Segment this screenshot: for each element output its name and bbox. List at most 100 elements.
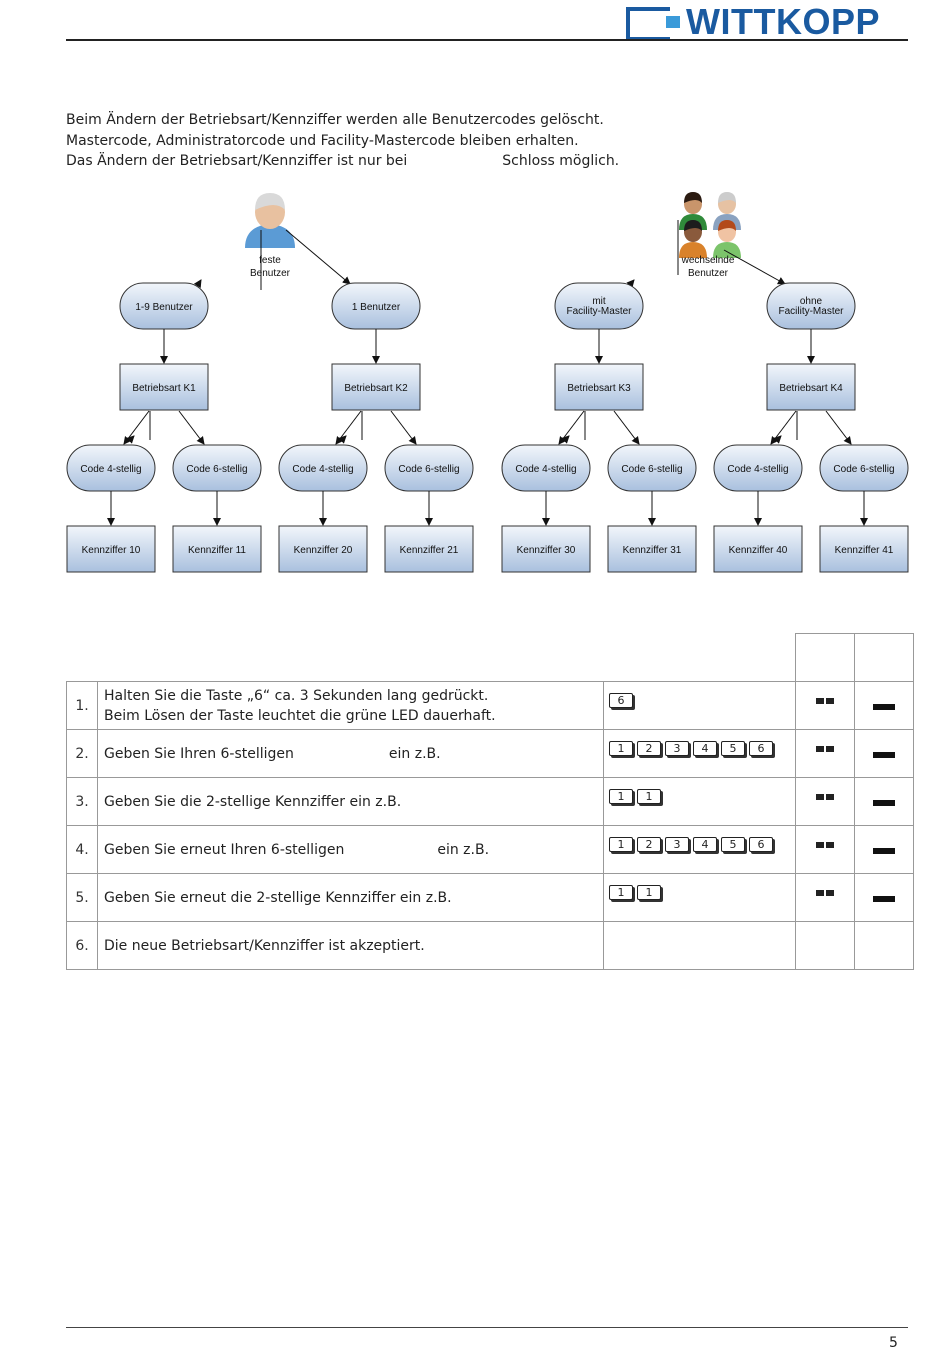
id-number-label: Kennziffer 30 (517, 545, 576, 556)
user-type-label: ohne (800, 296, 823, 307)
step-text-continued: ein z.B. (437, 841, 490, 858)
inbound-arrow (561, 435, 570, 444)
inbound-arrow (773, 435, 782, 444)
persona-arrow (723, 249, 786, 285)
id-number-label: Kennziffer 21 (400, 545, 459, 556)
step-text: Geben Sie die 2-stellige Kennziffer ein … (104, 793, 402, 810)
persona-label: wechselnde (681, 255, 735, 266)
key-icon: 5 (721, 837, 745, 852)
user-type-label: 1-9 Benutzer (135, 302, 193, 313)
table-row: 1. Halten Sie die Taste „6“ ca. 3 Sekunde… (66, 681, 914, 730)
persona-label: feste (259, 255, 281, 266)
operating-mode-label: Betriebsart K1 (132, 383, 196, 394)
signal-bar-icon (873, 703, 895, 710)
id-number-node (501, 525, 591, 573)
key-icon: 3 (665, 837, 689, 852)
connector-arrow (825, 410, 852, 445)
step-text: Halten Sie die Taste „6“ ca. 3 Sekunden … (104, 687, 489, 704)
code-length-label: Code 4-stellig (727, 464, 788, 475)
step-number: 1. (66, 681, 98, 730)
id-number-node (819, 525, 909, 573)
footer-rule (66, 1327, 908, 1328)
step-text: Geben Sie erneut die 2-stellige Kennziff… (104, 889, 452, 906)
key-icon: 2 (637, 837, 661, 852)
operating-mode-node (766, 363, 856, 411)
code-length-label: Code 6-stellig (186, 464, 247, 475)
intro-line-2: Mastercode, Administratorcode und Facili… (66, 132, 579, 149)
connector-arrow (123, 410, 150, 445)
key-icon: 1 (637, 789, 661, 804)
led-indicator-cell (795, 921, 855, 970)
step-number: 4. (66, 825, 98, 874)
key-icon: 6 (749, 837, 773, 852)
table-row: 5. Geben Sie erneut die 2-stellige Kennzi… (66, 873, 914, 922)
key-icon: 4 (693, 741, 717, 756)
intro-line-3: Das Ändern der Betriebsart/Kennziffer is… (66, 151, 619, 172)
step-text-continued: Beim Lösen der Taste leuchtet die grüne … (104, 707, 496, 724)
step-number: 5. (66, 873, 98, 922)
step-number: 6. (66, 921, 98, 970)
connector-arrow (335, 410, 362, 445)
led-icon (826, 841, 834, 848)
header-led-column (795, 633, 855, 682)
led-indicator-cell (795, 729, 855, 778)
step-instruction: Geben Sie erneut die 2-stellige Kennziff… (97, 873, 604, 922)
inbound-arrow (126, 435, 135, 444)
person-icon (245, 193, 295, 248)
led-icon (826, 697, 834, 704)
id-number-label: Kennziffer 11 (188, 545, 246, 556)
led-indicator-cell (795, 825, 855, 874)
header-signal-column (854, 633, 914, 682)
logo-mark-icon (626, 7, 680, 41)
led-icon (816, 745, 824, 752)
code-length-label: Code 6-stellig (833, 464, 894, 475)
led-icon (826, 889, 834, 896)
persona-label: Benutzer (688, 268, 729, 279)
id-number-node (278, 525, 368, 573)
intro-line-1: Beim Ändern der Betriebsart/Kennziffer w… (66, 112, 604, 128)
step-text: Die neue Betriebsart/Kennziffer ist akze… (104, 937, 425, 954)
step-instruction: Geben Sie die 2-stellige Kennziffer ein … (97, 777, 604, 826)
key-icon: 1 (609, 837, 633, 852)
code-length-label: Code 4-stellig (292, 464, 353, 475)
step-number: 2. (66, 729, 98, 778)
operating-mode-label: Betriebsart K4 (779, 383, 843, 394)
step-text: Geben Sie Ihren 6-stelligen (104, 745, 294, 762)
operating-mode-label: Betriebsart K3 (567, 383, 631, 394)
key-icon: 4 (693, 837, 717, 852)
signal-indicator-cell (854, 825, 914, 874)
id-number-node (172, 525, 262, 573)
operating-mode-node (554, 363, 644, 411)
led-icon (826, 745, 834, 752)
key-icon: 6 (609, 693, 633, 708)
id-number-node (713, 525, 803, 573)
id-number-label: Kennziffer 10 (82, 545, 141, 556)
led-icon (816, 697, 824, 704)
intro-line-3a: Das Ändern der Betriebsart/Kennziffer is… (66, 153, 408, 169)
key-icon: 1 (609, 741, 633, 756)
signal-indicator-cell (854, 777, 914, 826)
signal-bar-icon (873, 751, 895, 758)
step-number: 3. (66, 777, 98, 826)
id-number-label: Kennziffer 40 (729, 545, 788, 556)
persona-arrow (285, 229, 351, 285)
key-icon: 5 (721, 741, 745, 756)
operating-mode-node (331, 363, 421, 411)
person-icon (679, 220, 707, 258)
id-number-label: Kennziffer 41 (835, 545, 894, 556)
key-icon: 1 (609, 885, 633, 900)
code-length-label: Code 4-stellig (515, 464, 576, 475)
led-icon (816, 889, 824, 896)
table-row: 6. Die neue Betriebsart/Kennziffer ist ak… (66, 921, 914, 970)
id-number-node (384, 525, 474, 573)
connector-arrow (770, 410, 797, 445)
signal-indicator-cell (854, 921, 914, 970)
code-length-label: Code 4-stellig (80, 464, 141, 475)
page-number: 5 (889, 1335, 898, 1351)
operating-mode-label: Betriebsart K2 (344, 383, 408, 394)
signal-indicator-cell (854, 681, 914, 730)
